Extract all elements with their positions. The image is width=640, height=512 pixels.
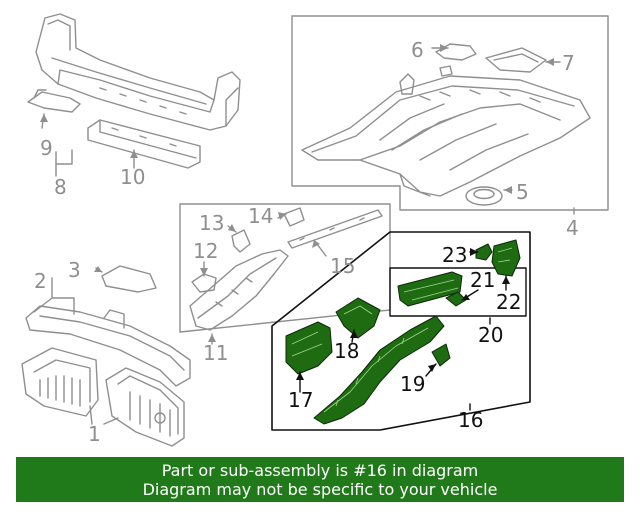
callout-23: 23 [442,243,467,267]
part-20-channel [397,271,463,307]
callout-22: 22 [496,290,521,314]
part-5-cap [465,186,503,206]
footer-line-2: Diagram may not be specific to your vehi… [142,480,498,499]
callout-12: 12 [193,239,218,263]
part-1-panels [21,347,185,447]
assembly-16-box [271,231,531,431]
floor-pan-box [291,15,609,211]
part-22-bracket [491,239,521,277]
part-23-clip [475,243,493,261]
part-11-rail [189,249,289,331]
part-4-floor-pan [301,75,591,197]
part-3-bracket [101,265,157,293]
callout-15: 15 [330,254,355,278]
footer-banner: Part or sub-assembly is #16 in diagram D… [16,457,624,502]
footer-line-1: Part or sub-assembly is #16 in diagram [161,461,479,480]
callout-18: 18 [334,339,359,363]
part-15-rail [287,209,383,249]
callout-21: 21 [470,268,495,292]
callout-20: 20 [478,323,503,347]
part-16-rail [313,315,445,425]
part-7-plate [485,47,547,73]
part-6-bracket [399,43,477,95]
part-2-crossmember [25,305,191,387]
callout-5: 5 [516,180,529,204]
part-9-bracket [27,89,81,113]
rear-crossmember-assembly [35,13,241,131]
callout-4: 4 [566,216,579,240]
callout-9: 9 [40,136,53,160]
black-arrowheads [296,248,510,380]
subassembly-20-box [389,267,527,317]
callout-11: 11 [203,341,228,365]
callout-3: 3 [68,258,81,282]
callout-19: 19 [400,372,425,396]
part-10-rail [87,119,201,169]
part-17-bracket [285,321,333,375]
part-14-clip [283,207,305,227]
callout-10: 10 [120,165,145,189]
callout-6: 6 [411,38,424,62]
callout-14: 14 [248,204,273,228]
callout-2: 2 [34,269,47,293]
callout-labels: 1 2 3 4 5 6 7 8 9 10 11 12 13 14 15 16 1… [34,38,579,446]
callout-8: 8 [54,175,67,199]
part-12-bracket [191,273,217,293]
callout-17: 17 [288,388,313,412]
callout-7: 7 [562,51,575,75]
callout-16: 16 [458,408,483,432]
callout-1: 1 [88,422,101,446]
part-18-bracket [335,297,381,339]
part-13-clip [231,229,251,253]
part-19-cap [431,343,451,367]
callout-13: 13 [199,211,224,235]
grey-arrowheads [40,44,554,342]
